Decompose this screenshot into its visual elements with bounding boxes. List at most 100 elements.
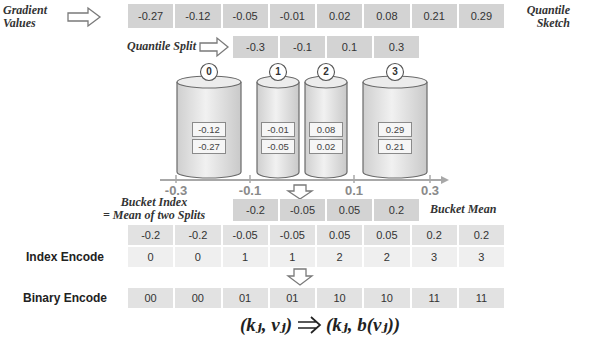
axis-tick [249, 175, 251, 183]
table-cell: 0.2 [374, 199, 421, 221]
label-text: 0.1 [345, 183, 363, 198]
table-cell: 0.2 [412, 225, 459, 245]
value-text: 0.02 [317, 141, 336, 152]
table-cell: 0.05 [327, 199, 374, 221]
label-text: 0.05 [329, 229, 350, 241]
label-text: 0.05 [376, 229, 397, 241]
row-heading: Bucket Index [80, 196, 228, 209]
table-cell: 0.1 [327, 36, 374, 58]
hollow-arrow [200, 38, 228, 56]
label-text: (kⱼ, vⱼ) [240, 314, 292, 335]
table-cell: 2 [364, 247, 411, 267]
formula-text: (kⱼ, vⱼ) [150, 312, 292, 338]
hollow-arrow [68, 8, 100, 26]
label-text: -0.3 [246, 41, 265, 53]
label-text: 1 [242, 251, 248, 263]
value-text: 0.29 [386, 124, 405, 135]
table-cell: 00 [175, 288, 222, 308]
hollow-arrow [288, 269, 312, 285]
cylinder-body [257, 82, 299, 178]
table-cell: 00 [128, 288, 175, 308]
value-box: 0.21 [378, 139, 412, 154]
table-cell: 0.05 [364, 225, 411, 245]
label-text: 0.08 [376, 10, 397, 22]
label-text: -0.05 [233, 10, 258, 22]
bucket-number: 1 [256, 65, 300, 79]
label-text: 1 [289, 251, 295, 263]
bucket-cylinder: 2 0.08 0.02 [304, 62, 348, 180]
label-text: 00 [145, 292, 157, 304]
label-text: -0.27 [138, 10, 163, 22]
cylinder-body [177, 82, 241, 178]
value-box: -0.01 [261, 122, 295, 137]
label-text: Bucket Mean [430, 202, 496, 216]
label-text: Index Encode [26, 250, 104, 264]
value-box: 0.08 [309, 122, 343, 137]
table-cell: -0.2 [175, 225, 222, 245]
bucket-number: 2 [304, 65, 348, 79]
label-text: 11 [476, 292, 487, 304]
label-text: Bucket Index [121, 195, 187, 209]
label-text: -0.05 [280, 229, 305, 241]
axis-line [160, 179, 442, 181]
row-heading: = Mean of two Splits [80, 209, 228, 222]
table-cell: 10 [364, 288, 411, 308]
label-text: 3 [478, 251, 484, 263]
table-cell: -0.05 [223, 225, 270, 245]
label-text: 0.21 [423, 10, 444, 22]
label-text: 0.29 [471, 10, 492, 22]
table-cell: 3 [459, 247, 506, 267]
label-text: -0.1 [239, 183, 261, 198]
axis-label: 0.1 [332, 184, 376, 198]
label-text: = Mean of two Splits [103, 208, 205, 222]
label-text: -0.2 [188, 229, 207, 241]
label-text: 01 [286, 292, 298, 304]
table-cell: 0 [175, 247, 222, 267]
value-box: -0.27 [192, 139, 226, 154]
label-text: -0.2 [141, 229, 160, 241]
row-heading: Gradient Values [3, 4, 65, 30]
value-text: 0.21 [386, 141, 405, 152]
table-cell: 01 [270, 288, 317, 308]
label-text: 0.05 [339, 204, 360, 216]
table-cell: -0.2 [128, 225, 175, 245]
label-text: Quantile Split [127, 39, 196, 53]
label-text: 0.2 [389, 204, 404, 216]
table-cell: -0.27 [128, 4, 175, 28]
label-text: 01 [239, 292, 251, 304]
table-cell: 01 [223, 288, 270, 308]
label-text: (kⱼ, b(vⱼ)) [326, 314, 400, 335]
hollow-arrow [288, 185, 312, 199]
table-cell: 1 [223, 247, 270, 267]
table-cell: 0.3 [374, 36, 421, 58]
label-text: 0.3 [389, 41, 404, 53]
row-heading: Bucket Mean [430, 203, 520, 216]
label-text: Quantile Sketch [527, 3, 570, 30]
label-text: 3 [431, 251, 437, 263]
label-text: 10 [381, 292, 393, 304]
label-text: -0.12 [185, 10, 210, 22]
table-cell: -0.2 [233, 199, 280, 221]
axis-label: 0.3 [408, 184, 452, 198]
label-text: -0.2 [246, 204, 265, 216]
axis-tick [353, 175, 355, 183]
label-text: Gradient Values [3, 3, 47, 30]
label-text: 2 [337, 251, 343, 263]
bucket-cylinder: 0-0.12-0.27 [176, 62, 242, 180]
cylinder-outline [304, 62, 348, 180]
label-text: 0.2 [426, 229, 441, 241]
table-cell: 11 [412, 288, 459, 308]
label-text: Binary Encode [23, 291, 107, 305]
cylinder-outline [362, 62, 428, 180]
cylinder-outline [176, 62, 242, 180]
cylinder-outline [256, 62, 300, 180]
table-cell: 3 [412, 247, 459, 267]
table-cell: 0.21 [412, 4, 459, 28]
table-cell: 2 [317, 247, 364, 267]
value-text: -0.27 [198, 141, 220, 152]
value-text: -0.05 [267, 141, 289, 152]
axis-arrowhead [441, 176, 449, 184]
cylinder-body [363, 82, 427, 178]
table-cell: 0.02 [317, 4, 364, 28]
bucket-cylinder: 30.290.21 [362, 62, 428, 180]
